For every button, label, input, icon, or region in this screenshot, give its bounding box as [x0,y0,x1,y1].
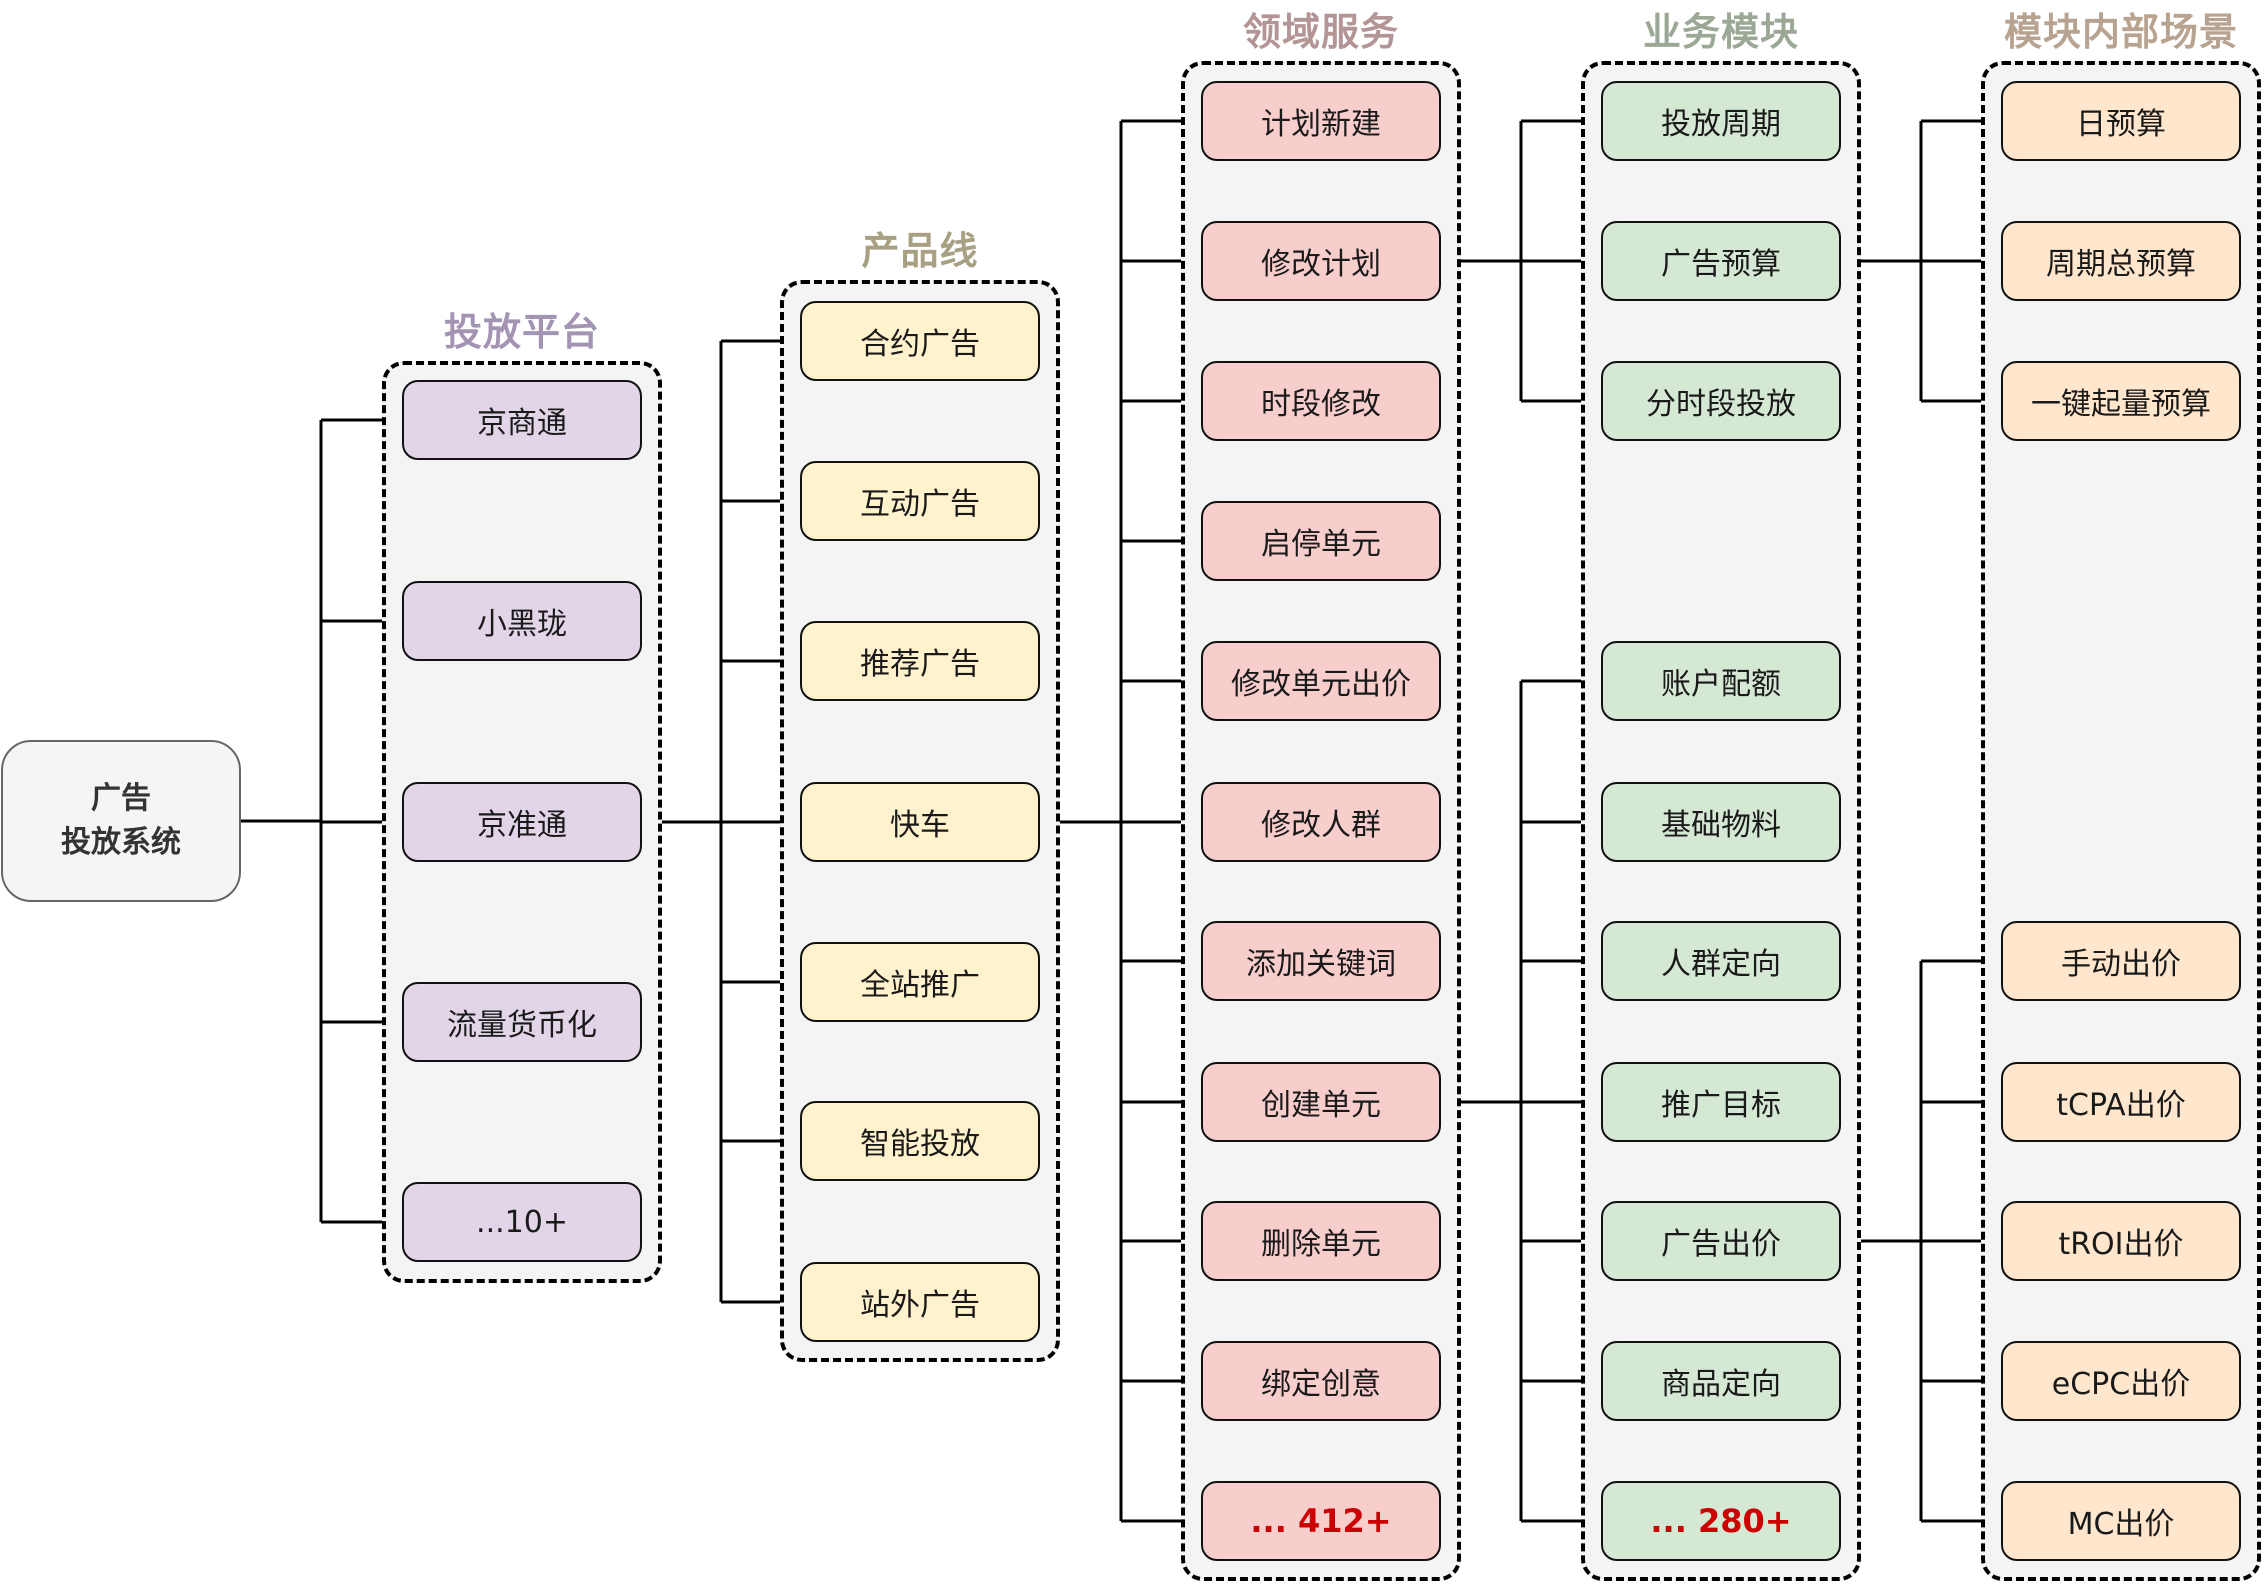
node-item[interactable]: 智能投放 [800,1101,1040,1181]
node-item[interactable]: 人群定向 [1601,921,1841,1001]
node-item[interactable]: eCPC出价 [2001,1341,2241,1421]
column-title-1: 产品线 [861,229,979,273]
column-title-4: 模块内部场景 [2003,10,2238,54]
node-item[interactable]: 时段修改 [1201,361,1441,441]
node-item[interactable]: 商品定向 [1601,1341,1841,1421]
node-item[interactable]: 互动广告 [800,461,1040,541]
root-node-ad-system[interactable]: 广告 投放系统 [1,740,241,902]
node-item[interactable]: 创建单元 [1201,1062,1441,1142]
node-item[interactable]: 计划新建 [1201,81,1441,161]
node-item[interactable]: tCPA出价 [2001,1062,2241,1142]
node-item[interactable]: 合约广告 [800,301,1040,381]
root-node-label-line1: 广告 [91,781,151,816]
node-item[interactable]: ...10+ [402,1182,642,1262]
node-item[interactable]: 流量货币化 [402,982,642,1062]
node-item[interactable]: 推广目标 [1601,1062,1841,1142]
node-item[interactable]: 添加关键词 [1201,921,1441,1001]
node-item[interactable]: 基础物料 [1601,782,1841,862]
node-item[interactable]: 修改单元出价 [1201,641,1441,721]
node-item[interactable]: 分时段投放 [1601,361,1841,441]
node-item[interactable]: 手动出价 [2001,921,2241,1001]
node-item[interactable]: 周期总预算 [2001,221,2241,301]
node-item[interactable]: 日预算 [2001,81,2241,161]
node-item[interactable]: tROI出价 [2001,1201,2241,1281]
node-item[interactable]: 投放周期 [1601,81,1841,161]
node-item[interactable]: 全站推广 [800,942,1040,1022]
root-node-label-line2: 投放系统 [61,825,181,860]
column-title-3: 业务模块 [1642,10,1799,54]
node-item[interactable]: 京准通 [402,782,642,862]
node-item[interactable]: 一键起量预算 [2001,361,2241,441]
node-item[interactable]: MC出价 [2001,1481,2241,1561]
column-group-4 [1981,61,2261,1581]
node-item[interactable]: 小黑珑 [402,581,642,661]
node-more-count[interactable]: ... 412+ [1201,1481,1441,1561]
node-item[interactable]: 账户配额 [1601,641,1841,721]
node-item[interactable]: 京商通 [402,380,642,460]
node-item[interactable]: 站外广告 [800,1262,1040,1342]
node-item[interactable]: 广告出价 [1601,1201,1841,1281]
node-item[interactable]: 修改人群 [1201,782,1441,862]
node-item[interactable]: 启停单元 [1201,501,1441,581]
node-item[interactable]: 快车 [800,782,1040,862]
node-item[interactable]: 修改计划 [1201,221,1441,301]
column-title-0: 投放平台 [443,310,600,354]
node-item[interactable]: 推荐广告 [800,621,1040,701]
node-item[interactable]: 绑定创意 [1201,1341,1441,1421]
node-more-count[interactable]: ... 280+ [1601,1481,1841,1561]
node-item[interactable]: 广告预算 [1601,221,1841,301]
column-title-2: 领域服务 [1242,10,1399,54]
node-item[interactable]: 删除单元 [1201,1201,1441,1281]
